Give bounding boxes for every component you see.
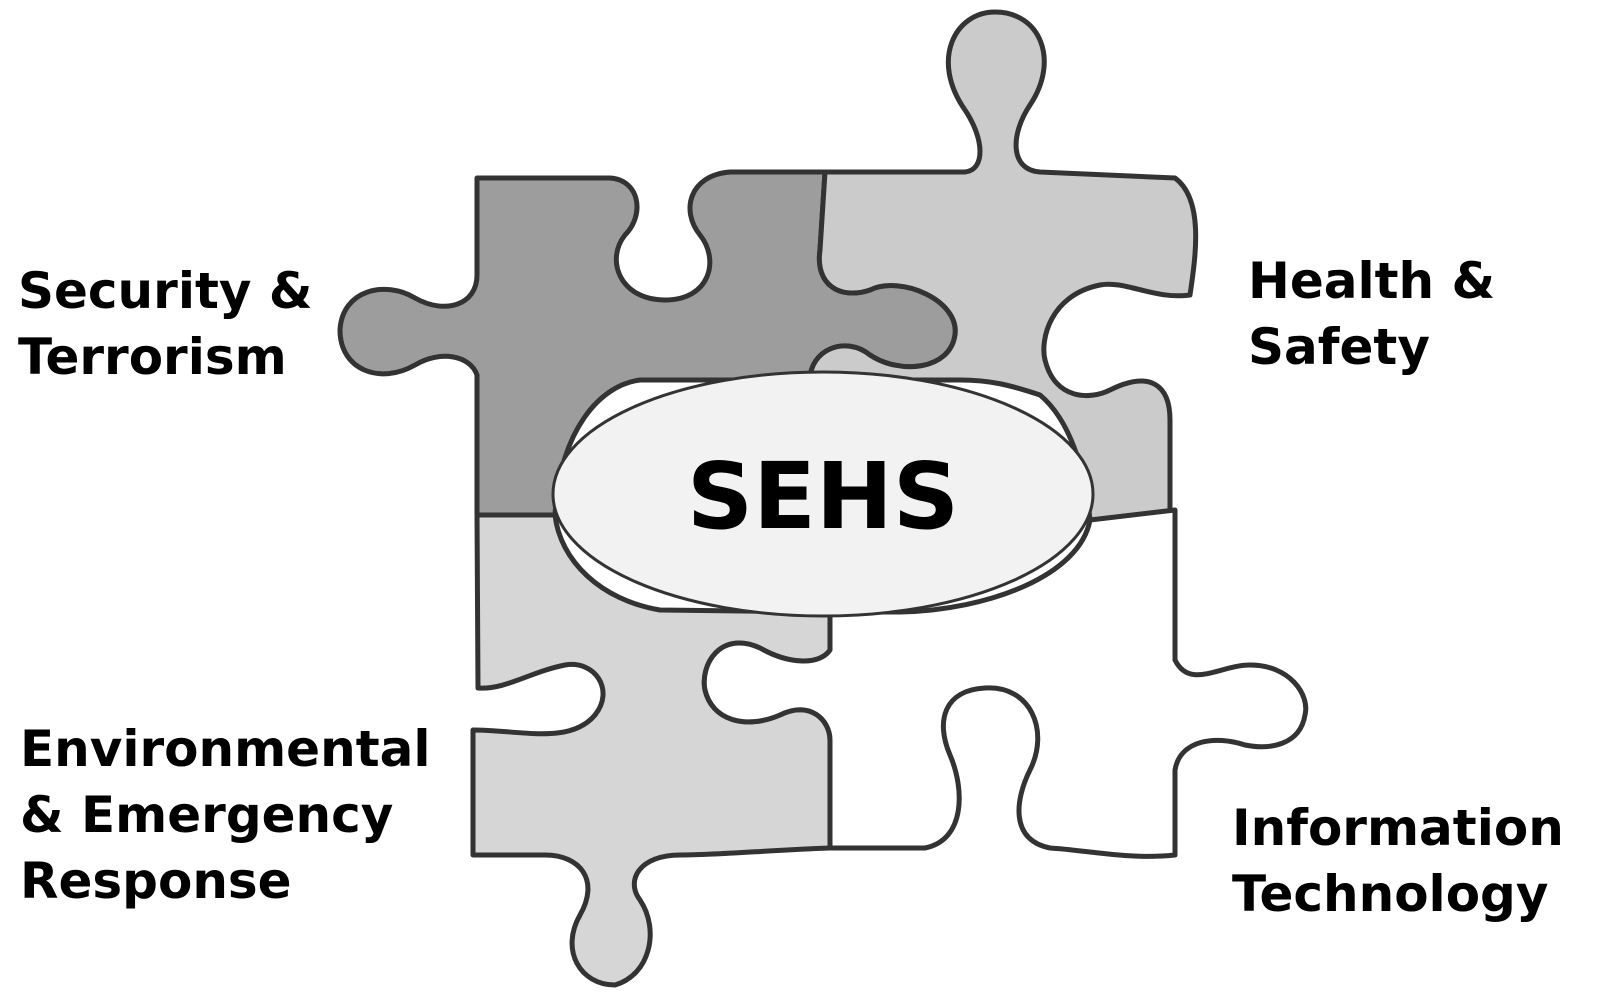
center-label: SEHS xyxy=(687,443,959,550)
puzzle-piece-health xyxy=(807,9,1199,523)
center-ellipse xyxy=(551,370,1095,618)
label-security-line-1: Security & xyxy=(18,262,313,320)
puzzle-piece-it xyxy=(701,507,1309,859)
label-it-line-1: Information xyxy=(1232,799,1564,857)
label-health: Health & Safety xyxy=(1248,248,1495,380)
label-security: Security & Terrorism xyxy=(18,258,312,390)
label-environmental: Environmental & Emergency Response xyxy=(20,716,430,914)
label-it: Information Technology xyxy=(1232,795,1564,927)
label-security-line-2: Terrorism xyxy=(18,328,287,386)
label-health-line-2: Safety xyxy=(1248,318,1430,376)
label-environmental-line-2: & Emergency xyxy=(20,786,394,844)
label-it-line-2: Technology xyxy=(1232,865,1549,923)
label-health-line-1: Health & xyxy=(1248,252,1496,310)
label-environmental-line-1: Environmental xyxy=(20,720,431,778)
label-environmental-line-3: Response xyxy=(20,852,292,910)
